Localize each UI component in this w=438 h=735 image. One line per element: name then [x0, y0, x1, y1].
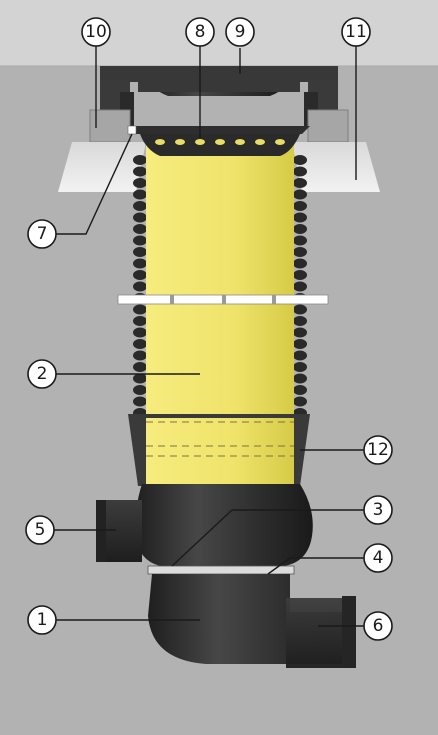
corrugation-bump: [133, 339, 147, 349]
corrugation-bump: [133, 155, 147, 165]
corrugated-jacket: [133, 155, 307, 418]
separation-plate: [147, 565, 295, 575]
callout-11-label: 11: [345, 22, 367, 42]
grate-hole: [255, 139, 265, 145]
callout-11: 11: [341, 17, 371, 47]
corrugation-bump: [133, 281, 147, 292]
grate-hole: [275, 139, 285, 145]
corrugation-bump: [293, 304, 307, 315]
outlet-end: [342, 596, 356, 668]
grate-hole: [215, 139, 225, 145]
corrugation-bump: [133, 270, 147, 280]
callout-1-label: 1: [37, 610, 48, 630]
corrugation-bump: [133, 396, 147, 407]
trap-body: [135, 484, 313, 566]
side-inlet: [96, 500, 142, 562]
callout-12: 12: [363, 435, 393, 465]
callout-5: 5: [25, 515, 55, 545]
corrugation-bump: [133, 362, 147, 372]
corrugation-bump: [133, 373, 147, 384]
callout-6: 6: [363, 611, 393, 641]
corrugation-bump: [133, 178, 147, 188]
callout-4: 4: [363, 543, 393, 573]
corrugation-bump: [133, 350, 147, 361]
corrugation-bump: [293, 155, 307, 165]
sleeve-dashed-lines: [146, 421, 294, 457]
right-cone: [292, 142, 380, 192]
corrugation-bump: [293, 166, 307, 177]
lower-sleeve-window: [146, 418, 294, 484]
callout-9: 9: [225, 17, 255, 47]
callout-6-label: 6: [373, 616, 384, 636]
ceiling-slab: [0, 0, 438, 66]
grate-hole: [175, 139, 185, 145]
white-band: [117, 294, 329, 305]
corrugation-bump: [293, 258, 307, 269]
corrugation-bump: [293, 316, 307, 326]
corrugation-bump: [133, 212, 147, 223]
callout-2: 2: [27, 359, 57, 389]
callout-9-label: 9: [235, 22, 246, 42]
corrugation-bump: [293, 224, 307, 234]
callout-3-label: 3: [373, 500, 384, 520]
upper-frame: [100, 66, 338, 92]
corrugation-bump: [293, 189, 307, 200]
callout-8: 8: [185, 17, 215, 47]
corrugation-bump: [133, 304, 147, 315]
corrugation-bump: [293, 178, 307, 188]
corrugation-bump: [133, 247, 147, 257]
callout-3: 3: [363, 495, 393, 525]
corrugation-bump: [133, 235, 147, 246]
left-cone: [58, 142, 146, 192]
corrugation-bump: [133, 166, 147, 177]
callout-5-label: 5: [35, 520, 46, 540]
right-seal-block: [307, 109, 349, 143]
callout-2-label: 2: [37, 364, 48, 384]
corrugation-bump: [133, 189, 147, 200]
grate-ring: [128, 126, 310, 134]
grate-hole: [195, 139, 205, 145]
callout-4-label: 4: [373, 548, 384, 568]
callout-10-label: 10: [85, 22, 107, 42]
corrugation-bump: [133, 258, 147, 269]
corrugation-bump: [133, 201, 147, 211]
flange-7: [127, 125, 137, 135]
corrugation-bump: [293, 247, 307, 257]
side-inlet-rim: [96, 500, 106, 562]
corrugation-bump: [133, 224, 147, 234]
callout-7: 7: [27, 219, 57, 249]
outlet-collar: [286, 598, 342, 668]
corrugation-bump: [293, 201, 307, 211]
corrugation-bump: [293, 281, 307, 292]
callout-12-label: 12: [367, 440, 389, 460]
leader-lines: [54, 46, 364, 627]
corrugation-bump: [293, 327, 307, 338]
corrugation-bump: [293, 350, 307, 361]
corrugation-bump: [293, 396, 307, 407]
corrugation-bump: [293, 373, 307, 384]
corrugation-bump: [133, 385, 147, 395]
corrugation-bump: [293, 212, 307, 223]
corrugation-bump: [293, 362, 307, 372]
corrugation-bump: [293, 385, 307, 395]
grate-hole: [235, 139, 245, 145]
corrugation-bump: [133, 327, 147, 338]
callout-8-label: 8: [195, 22, 206, 42]
grate-hole: [155, 139, 165, 145]
callout-7-label: 7: [37, 224, 48, 244]
corrugation-bump: [293, 270, 307, 280]
grate-holes: [155, 139, 285, 145]
callout-1: 1: [27, 605, 57, 635]
corrugation-bump: [293, 339, 307, 349]
corrugation-bump: [293, 235, 307, 246]
corrugation-bump: [133, 316, 147, 326]
callout-10: 10: [81, 17, 111, 47]
